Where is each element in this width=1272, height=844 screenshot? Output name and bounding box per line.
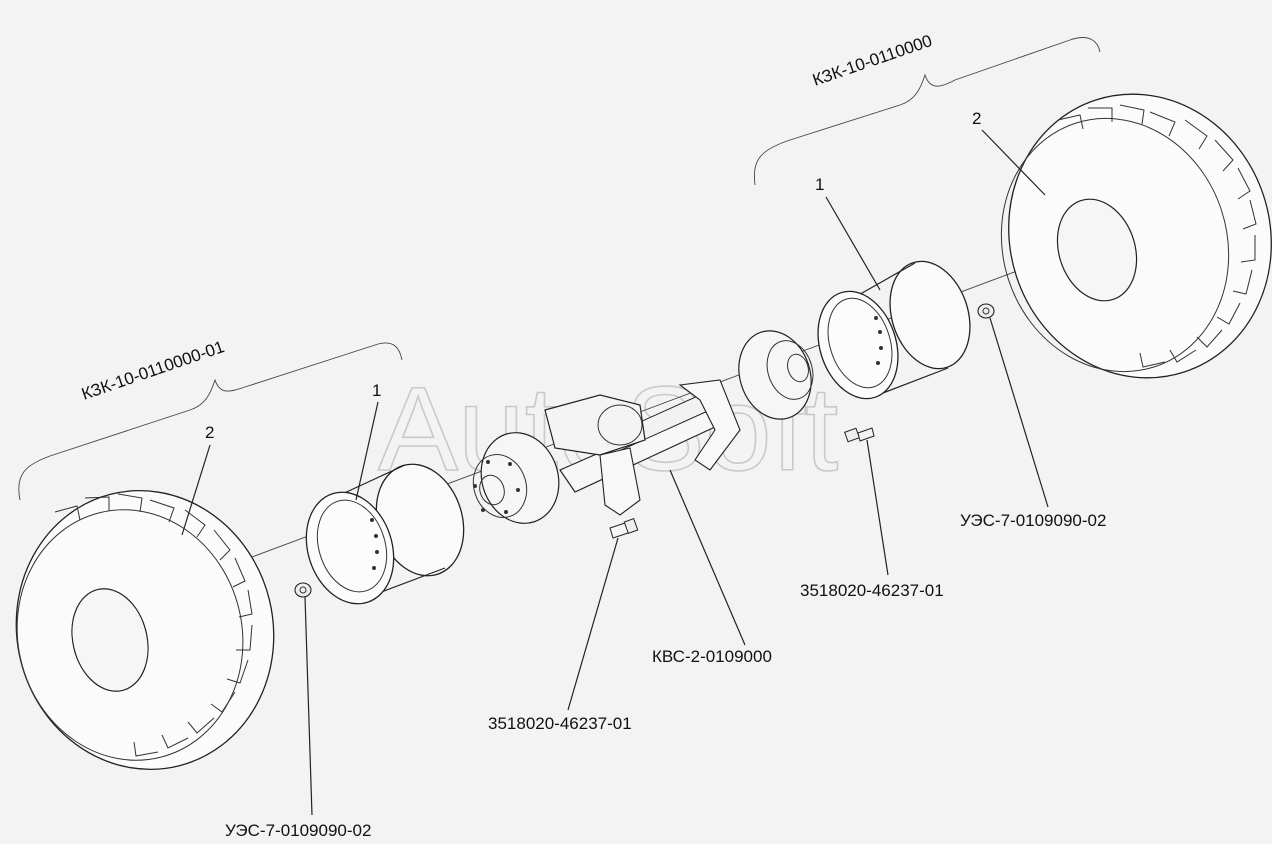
rim-left — [305, 463, 465, 605]
rim-right-number: 1 — [815, 175, 824, 194]
tire-right-number: 2 — [972, 109, 981, 128]
axle-leader — [669, 469, 746, 646]
nut-right-label: УЭС-7-0109090-02 — [960, 511, 1106, 530]
assembly-right-label: КЗК-10-0110000 — [810, 31, 934, 90]
nut-right — [977, 303, 995, 319]
axle-assembly — [472, 330, 814, 524]
assembly-left-label: КЗК-10-0110000-01 — [79, 337, 227, 404]
tire-left — [15, 490, 275, 770]
rim-left-leader — [355, 401, 379, 501]
rim-left-number: 1 — [372, 381, 381, 400]
bolt-left-label: 3518020-46237-01 — [488, 714, 632, 733]
tire-right-leader — [981, 129, 1046, 196]
bolt-right — [844, 427, 875, 443]
nut-left — [294, 582, 312, 598]
tire-right — [1000, 93, 1272, 379]
nut-left-leader — [304, 596, 313, 816]
rim-right — [817, 260, 971, 400]
brace-right — [753, 37, 1101, 186]
axle-label: КВС-2-0109000 — [652, 647, 772, 666]
nut-right-leader — [989, 317, 1049, 508]
rim-right-leader — [825, 196, 881, 291]
tire-left-number: 2 — [205, 423, 214, 442]
bolt-right-leader — [866, 439, 889, 576]
bolt-left-leader — [567, 537, 619, 711]
tire-left-leader — [181, 444, 211, 536]
bolt-left — [609, 518, 639, 539]
brace-left — [18, 342, 403, 501]
bolt-right-label: 3518020-46237-01 — [800, 581, 944, 600]
nut-left-label: УЭС-7-0109090-02 — [225, 821, 371, 840]
